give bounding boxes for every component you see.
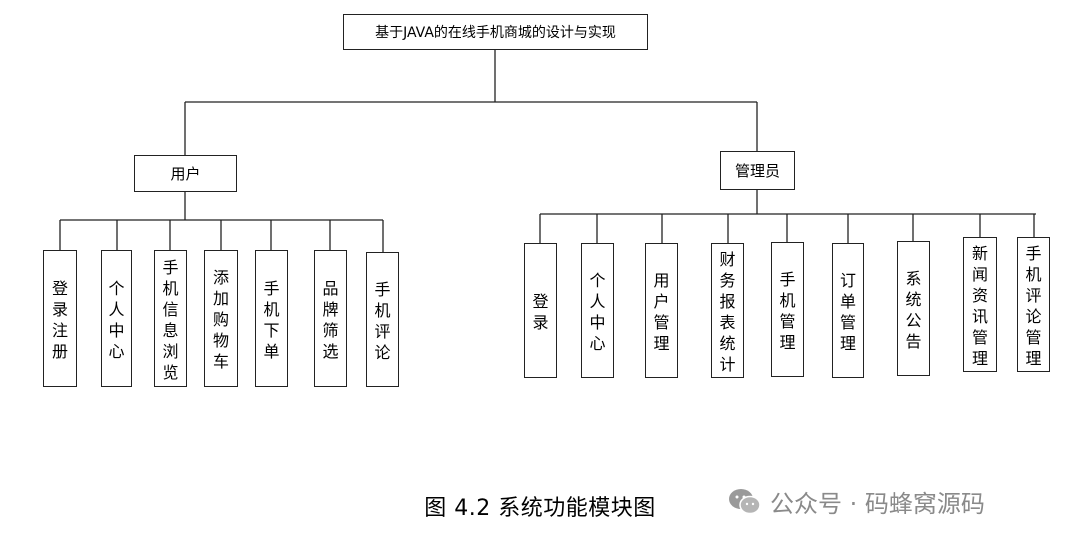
admin-leaf-node: 新闻资讯管理 (963, 237, 997, 372)
admin-leaf-node: 用户管理 (645, 243, 678, 378)
leaf-label: 手机管理 (779, 269, 796, 352)
admin-leaf-node: 财务报表统计 (711, 243, 744, 378)
leaf-label: 订单管理 (839, 270, 856, 353)
leaf-label: 登录注册 (51, 278, 68, 361)
leaf-label: 系统公告 (905, 268, 922, 351)
leaf-label: 个人中心 (589, 270, 606, 353)
watermark-text: 公众号 · 码蜂窝源码 (770, 490, 985, 518)
wechat-icon (729, 488, 761, 514)
admin-leaf-node: 订单管理 (832, 243, 864, 378)
leaf-label: 手机下单 (263, 278, 280, 361)
user-leaf-node: 添加购物车 (204, 250, 238, 387)
user-leaf-node: 手机下单 (255, 250, 288, 387)
leaf-label: 用户管理 (653, 270, 670, 353)
leaf-label: 手机评论管理 (1025, 243, 1042, 368)
user-leaf-node: 个人中心 (101, 250, 132, 387)
leaf-label: 个人中心 (108, 278, 125, 361)
leaf-label: 手机评论 (374, 279, 391, 362)
admin-leaf-node: 手机管理 (771, 242, 804, 377)
watermark: 公众号 · 码蜂窝源码 (728, 484, 985, 519)
group-node-admin: 管理员 (720, 151, 795, 190)
leaf-label: 新闻资讯管理 (971, 243, 988, 368)
user-leaf-node: 登录注册 (43, 250, 77, 387)
admin-leaf-node: 系统公告 (897, 241, 930, 376)
leaf-label: 财务报表统计 (719, 249, 736, 374)
leaf-label: 手机信息浏览 (162, 257, 179, 382)
admin-leaf-node: 手机评论管理 (1017, 237, 1050, 372)
leaf-label: 登录 (532, 291, 549, 332)
leaf-label: 品牌筛选 (322, 278, 339, 361)
user-leaf-node: 手机信息浏览 (154, 250, 187, 387)
group-node-user: 用户 (134, 155, 237, 192)
admin-leaf-node: 登录 (524, 243, 557, 378)
figure-caption: 图 4.2 系统功能模块图 (424, 496, 656, 521)
user-leaf-node: 手机评论 (366, 252, 399, 387)
root-node: 基于JAVA的在线手机商城的设计与实现 (343, 14, 648, 50)
admin-leaf-node: 个人中心 (581, 243, 614, 378)
leaf-label: 添加购物车 (212, 268, 229, 371)
user-leaf-node: 品牌筛选 (314, 250, 347, 387)
